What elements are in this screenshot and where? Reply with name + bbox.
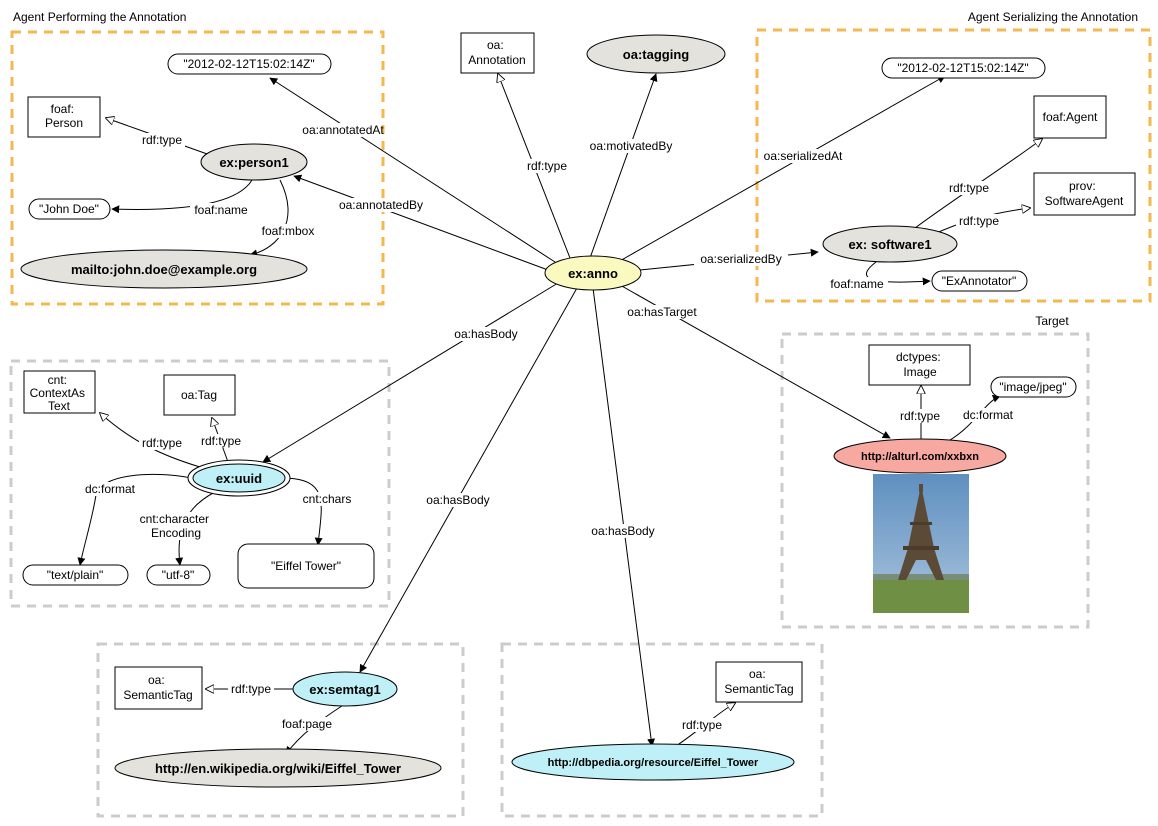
label-uuid-type-1: rdf:type	[142, 436, 182, 450]
prov-software-agent-node: prov: SoftwareAgent	[1045, 179, 1124, 208]
eiffel-tower-literal: "Eiffel Tower"	[271, 559, 341, 573]
label-person-mbox: foaf:mbox	[262, 224, 315, 238]
mailto-node: mailto:john.doe@example.org	[71, 262, 257, 277]
label-person-name: foaf:name	[194, 203, 248, 217]
edge-labels: oa:annotatedAt oa:annotatedBy rdf:type o…	[82, 123, 1016, 732]
label-uuid-encoding: cnt:character Encoding	[140, 512, 213, 540]
label-serialized-at: oa:serializedAt	[764, 149, 843, 163]
person1-node: ex:person1	[219, 155, 288, 170]
edge-has-body-dbpedia	[592, 287, 656, 747]
performing-agent-title: Agent Performing the Annotation	[13, 10, 186, 24]
label-software-type-1: rdf:type	[949, 181, 989, 195]
resource-nodes: ex:anno oa:tagging ex:person1 mailto:joh…	[20, 34, 1007, 788]
class-nodes: oa: Annotation foaf: Person foaf:Agent p…	[23, 32, 1136, 710]
label-dbpedia-type: rdf:type	[682, 718, 722, 732]
edge-uuid-chars	[285, 477, 323, 546]
foaf-agent-node: foaf:Agent	[1043, 110, 1098, 124]
serializing-agent-title: Agent Serializing the Annotation	[968, 10, 1138, 24]
foaf-person-node: foaf: Person	[45, 102, 83, 130]
dctypes-image-node: dctypes: Image	[896, 350, 944, 379]
tagging-node: oa:tagging	[623, 47, 689, 62]
label-software-type-2: rdf:type	[959, 214, 999, 228]
annotation-class-node: oa: Annotation	[468, 38, 525, 67]
label-annotated-by: oa:annotatedBy	[339, 198, 423, 212]
uuid-node: ex:uuid	[216, 471, 262, 486]
eiffel-tower-photo	[873, 474, 969, 613]
label-person-type: rdf:type	[142, 133, 182, 147]
dbpedia-group	[500, 642, 824, 818]
label-target-type: rdf:type	[900, 409, 940, 423]
exannotator-literal: "ExAnnotator"	[942, 274, 1017, 288]
label-has-target: oa:hasTarget	[627, 305, 697, 319]
utf8-literal: "utf-8"	[162, 568, 195, 582]
label-has-body-2: oa:hasBody	[426, 493, 489, 507]
target-title: Target	[1035, 314, 1069, 328]
label-serialized-by: oa:serializedBy	[700, 252, 781, 266]
semantic-tag-node-1: oa: SemanticTag	[123, 673, 192, 702]
label-has-body-1: oa:hasBody	[454, 327, 517, 341]
label-semtag-page: foaf:page	[282, 717, 332, 731]
label-annotated-at: oa:annotatedAt	[302, 123, 384, 137]
john-doe-literal: "John Doe"	[39, 202, 99, 216]
edge-annotated-at	[269, 77, 556, 263]
label-target-format: dc:format	[963, 408, 1014, 422]
body-text-group	[9, 359, 391, 608]
cnt-content-node: cnt: ContextAs Text	[30, 373, 89, 413]
label-anno-type: rdf:type	[527, 159, 567, 173]
semtag-group	[96, 642, 465, 818]
semtag1-node: ex:semtag1	[309, 682, 381, 697]
edge-annotated-by	[293, 174, 549, 271]
target-group	[780, 332, 1090, 629]
serializing-agent-group	[755, 28, 1152, 303]
text-plain-literal: "text/plain"	[47, 568, 104, 582]
target-url-node: http://alturl.com/xxbxn	[861, 451, 979, 463]
semantic-tag-node-2: oa: SemanticTag	[724, 667, 793, 696]
literal-nodes: "2012-02-12T15:02:14Z" "John Doe" "2012-…	[22, 53, 1077, 589]
label-uuid-chars: cnt:chars	[303, 492, 352, 506]
annotated-at-literal: "2012-02-12T15:02:14Z"	[183, 57, 314, 71]
label-uuid-format: dc:format	[85, 482, 136, 496]
oa-tag-node: oa:Tag	[181, 388, 217, 402]
edge-serialized-at	[617, 75, 946, 263]
anno-node: ex:anno	[568, 266, 618, 281]
software1-node: ex: software1	[848, 237, 931, 252]
label-semtag-type: rdf:type	[231, 682, 271, 696]
image-jpeg-literal: "image/jpeg"	[999, 380, 1066, 394]
wikipedia-node: http://en.wikipedia.org/wiki/Eiffel_Towe…	[155, 761, 401, 776]
edge-has-body-semtag	[359, 287, 578, 673]
edge-motivated-by	[589, 73, 658, 259]
label-motivated-by: oa:motivatedBy	[590, 139, 673, 153]
serialized-at-literal: "2012-02-12T15:02:14Z"	[897, 61, 1028, 75]
label-uuid-type-2: rdf:type	[201, 434, 241, 448]
dbpedia-node: http://dbpedia.org/resource/Eiffel_Tower	[548, 757, 759, 769]
edge-person-mbox	[249, 179, 289, 258]
label-software-name: foaf:name	[830, 277, 884, 291]
edge-has-body-uuid	[262, 282, 559, 463]
label-has-body-3: oa:hasBody	[591, 524, 654, 538]
